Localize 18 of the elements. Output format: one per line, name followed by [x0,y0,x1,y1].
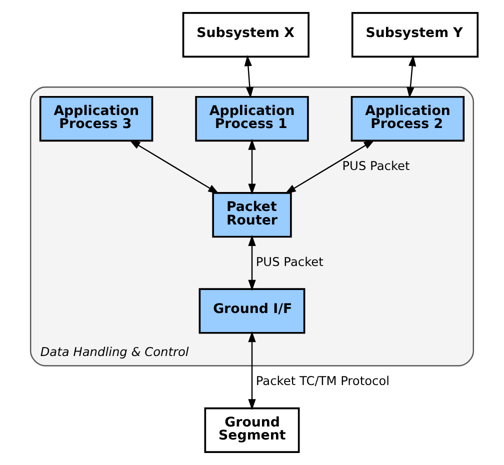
arrow [244,55,254,98]
arrow [248,235,256,291]
edge-label: PUS Packet [256,254,324,269]
node-box: Ground Segment [204,407,300,453]
node-box: Subsystem X [182,12,310,58]
edge-label: Packet TC/TM Protocol [256,374,390,388]
node-box: Application Process 2 [350,96,465,142]
arrow [284,140,375,194]
arrow [248,331,256,410]
node-box: Application Process 3 [39,96,154,142]
arrow [406,55,416,98]
node-box: Ground I/F [198,288,306,334]
edge-label: PUS Packet [342,158,410,173]
node-box: Application Process 1 [195,96,309,142]
node-box: Packet Router [212,192,292,238]
arrow [129,140,220,194]
node-box: Subsystem Y [351,12,479,58]
arrow [248,138,256,195]
